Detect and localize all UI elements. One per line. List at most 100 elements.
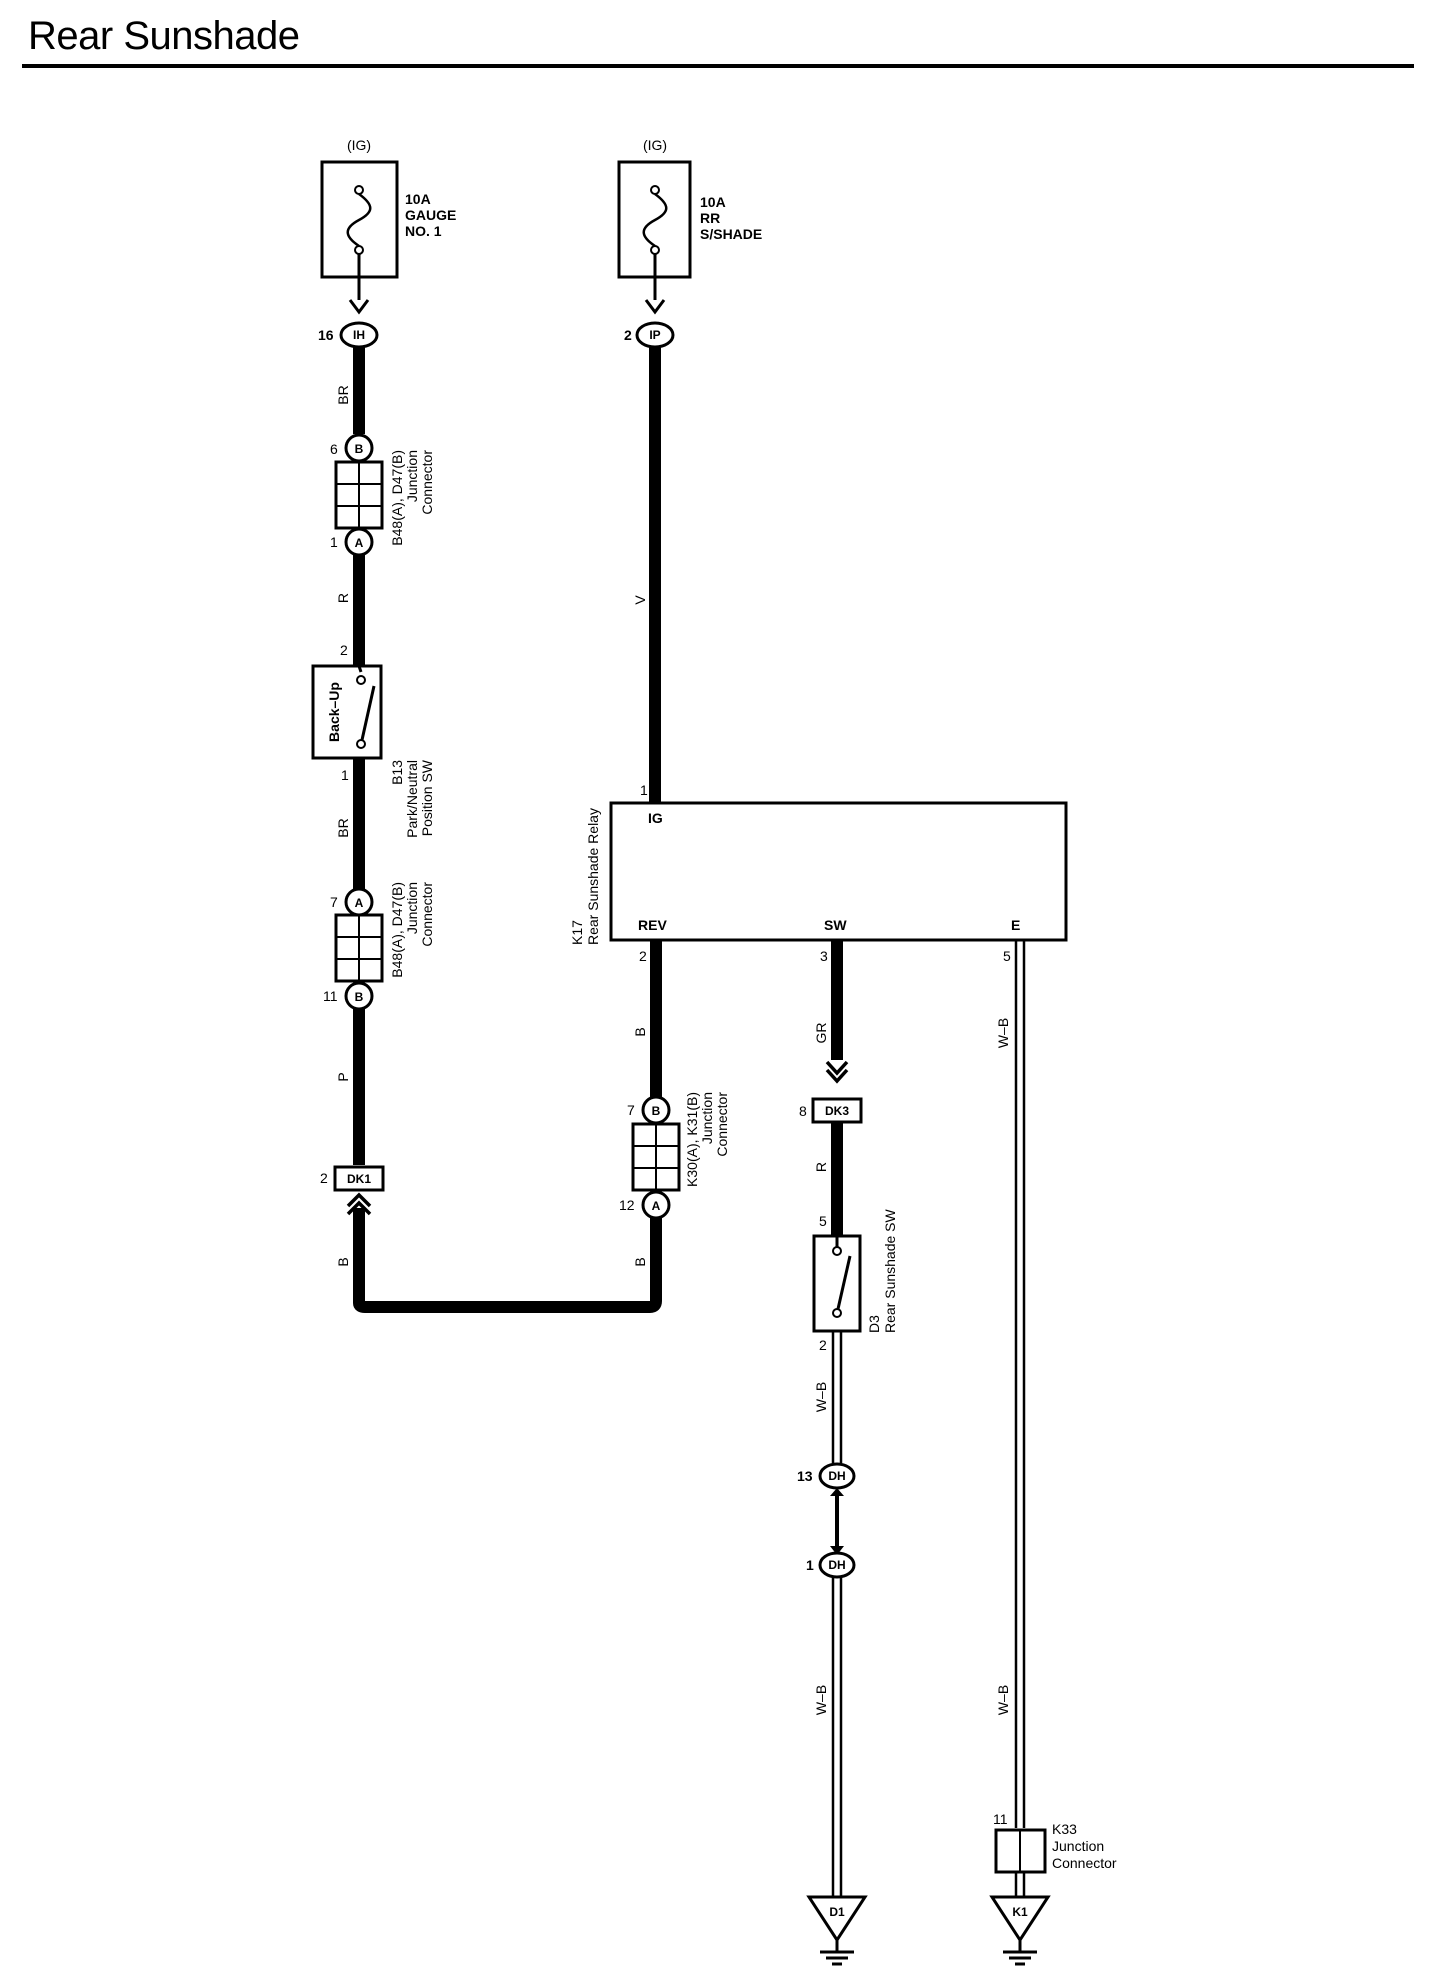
junction-b48-top-letter-bottom: A — [355, 536, 364, 550]
e-branch: 11 K33 Junction Connector K1 — [989, 940, 1117, 1966]
connector-ih-pin: 16 — [318, 327, 334, 343]
junction-b48-bottom-type: Junction — [404, 882, 420, 934]
page-title: Rear Sunshade — [28, 14, 300, 58]
relay-k17-pin-sw: 3 — [820, 948, 828, 964]
fuse-gauge-name: GAUGE — [405, 207, 456, 223]
connector-dh-top-code: DH — [828, 1469, 845, 1483]
relay-k17-code: K17 — [569, 920, 585, 945]
ground-d1-label: D1 — [829, 1905, 845, 1919]
switch-b13-pin-bottom: 1 — [341, 767, 349, 783]
connector-ip-code: IP — [649, 328, 660, 342]
junction-k30-letter-top: B — [652, 1104, 661, 1118]
junction-k30-type: Junction — [699, 1092, 715, 1144]
connector-dk3-pin: 8 — [799, 1103, 807, 1119]
switch-b13-icon — [360, 685, 376, 741]
connector-ih: 16 IH — [318, 321, 379, 349]
junction-b48-bottom: 7 A 11 B B48(A), D47(B) Junction Connect… — [323, 882, 435, 1011]
wire-label-b-dk1: B — [335, 1257, 351, 1266]
fuse-gauge-supply: (IG) — [347, 137, 371, 153]
relay-k17-term-ig: IG — [648, 810, 663, 826]
switch-b13-name1: Park/Neutral — [404, 760, 420, 838]
wire-labels: BR R BR P B V B B GR R W–B W–B W–B W–B — [335, 385, 1011, 1715]
wire-label-wb4: W–B — [995, 1685, 1011, 1715]
wire-label-wb2: W–B — [813, 1685, 829, 1715]
connector-dk1: 2 DK1 — [320, 1165, 385, 1216]
switch-b13: 2 Back–Up 1 B13 Park/Neutral Position SW — [311, 642, 435, 838]
relay-k17-term-sw: SW — [824, 917, 847, 933]
fuse-rr-supply: (IG) — [643, 137, 667, 153]
connector-dh-top-pin: 13 — [797, 1468, 813, 1484]
connector-ih-code: IH — [353, 328, 365, 342]
ground-d1 — [806, 1895, 868, 1943]
junction-b48-top-letter-top: B — [355, 442, 364, 456]
wire-label-b-k30: B — [632, 1257, 648, 1266]
wire-label-br2: BR — [335, 818, 351, 837]
switch-d3-pin-top: 5 — [819, 1213, 827, 1229]
wire-label-p: P — [335, 1072, 351, 1081]
wire-label-b-rev: B — [632, 1027, 648, 1036]
fuse-rr-rating: 10A — [700, 194, 726, 210]
junction-b48-top-pin-top: 6 — [330, 441, 338, 457]
junction-k33-kind: Connector — [1052, 1855, 1117, 1871]
junction-b48-top-type: Junction — [404, 450, 420, 502]
relay-k17-pin-e: 5 — [1003, 948, 1011, 964]
junction-b48-bottom-name: B48(A), D47(B) — [389, 882, 405, 978]
relay-k17-term-rev: REV — [638, 917, 667, 933]
connector-dk1-pin: 2 — [320, 1170, 328, 1186]
relay-k17-pin-ig: 1 — [640, 782, 648, 798]
junction-k33-type: Junction — [1052, 1838, 1104, 1854]
junction-k30-name: K30(A), K31(B) — [684, 1092, 700, 1187]
junction-b48-top-pin-bottom: 1 — [330, 534, 338, 550]
relay-k17: K17 Rear Sunshade Relay 1 IG REV SW E 2 … — [569, 782, 1068, 964]
connector-dk3-code: DK3 — [825, 1104, 849, 1118]
wire-label-gr: GR — [813, 1023, 829, 1044]
connector-ip-pin: 2 — [624, 327, 632, 343]
fuse-gauge-rating: 10A — [405, 191, 431, 207]
connector-dh-bottom-code: DH — [828, 1558, 845, 1572]
fuse-gauge-icon — [346, 192, 372, 248]
junction-b48-bottom-pin-bottom: 11 — [323, 988, 338, 1004]
relay-k17-term-e: E — [1011, 917, 1020, 933]
junction-b48-bottom-kind: Connector — [419, 882, 435, 947]
fuse-gauge: (IG) 10A GAUGE NO. 1 — [320, 137, 456, 279]
fuse-rr-shade: S/SHADE — [700, 226, 762, 242]
ground-k1 — [989, 1895, 1051, 1943]
fuse-rr-sshade: (IG) 10A RR S/SHADE — [617, 137, 762, 279]
junction-k30-letter-bottom: A — [652, 1199, 661, 1213]
switch-b13-label: Back–Up — [326, 682, 342, 742]
switch-b13-name2: Position SW — [419, 759, 435, 836]
junction-k30-pin-top: 7 — [627, 1102, 635, 1118]
switch-b13-code: B13 — [389, 760, 405, 785]
wire-label-r1: R — [335, 593, 351, 603]
junction-b48-top: 6 B 1 A B48(A), D47(B) Junction Connecto… — [330, 433, 435, 557]
junction-k33-pin: 11 — [993, 1811, 1008, 1827]
wire-label-wb3: W–B — [995, 1018, 1011, 1048]
fuse-rr-name: RR — [700, 210, 720, 226]
switch-b13-pin-top: 2 — [340, 642, 348, 658]
junction-k30-kind: Connector — [714, 1092, 730, 1157]
wire-label-wb1: W–B — [813, 1382, 829, 1412]
sw-branch: 8 DK3 5 2 D3 Rear Sunshade SW 13 DH 1 DH… — [797, 940, 898, 1966]
fuse-gauge-number: NO. 1 — [405, 223, 442, 239]
switch-d3-code: D3 — [866, 1315, 882, 1333]
wire-label-v: V — [632, 595, 648, 605]
junction-b48-top-kind: Connector — [419, 450, 435, 515]
junction-k33-code: K33 — [1052, 1821, 1077, 1837]
wire-label-br1: BR — [335, 385, 351, 404]
fuse-rr-icon — [642, 192, 668, 248]
connector-dk1-code: DK1 — [347, 1172, 371, 1186]
connector-dh-bottom — [818, 1551, 856, 1579]
connector-dh-bottom-pin: 1 — [806, 1557, 814, 1573]
junction-b48-top-name: B48(A), D47(B) — [389, 450, 405, 546]
switch-d3-pin-bottom: 2 — [819, 1337, 827, 1353]
junction-k30-pin-bottom: 12 — [619, 1197, 635, 1213]
title-rule — [22, 64, 1414, 68]
connector-ip: 2 IP — [624, 254, 675, 803]
switch-d3-icon — [836, 1255, 852, 1310]
junction-b48-bottom-letter-bottom: B — [355, 990, 364, 1004]
relay-k17-name: Rear Sunshade Relay — [585, 808, 601, 945]
switch-d3-name: Rear Sunshade SW — [882, 1208, 898, 1333]
relay-k17-pin-rev: 2 — [639, 948, 647, 964]
junction-b48-bottom-letter-top: A — [355, 896, 364, 910]
